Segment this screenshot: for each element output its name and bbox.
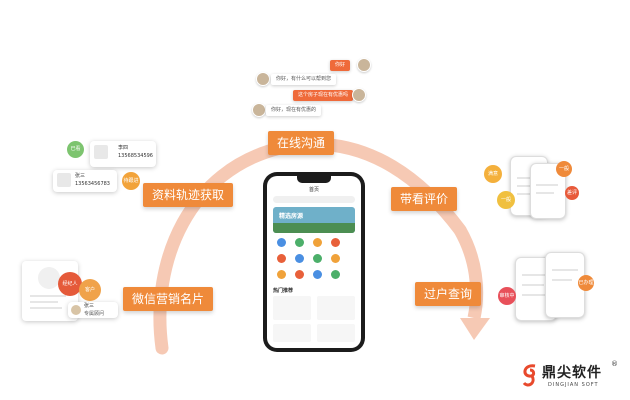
face-icon: 一般 — [497, 191, 515, 209]
label-wechat[interactable]: 微信营销名片 — [123, 287, 214, 311]
menu-icon[interactable] — [295, 254, 304, 263]
listing-card[interactable] — [317, 324, 355, 342]
brand-name: 鼎尖软件 — [542, 365, 602, 381]
menu-icon[interactable] — [331, 270, 340, 279]
phone-banner[interactable]: 精选房源 — [273, 207, 355, 233]
status-badge: 已办理 — [578, 275, 594, 291]
contact-name: 李四 — [118, 145, 129, 151]
face-icon: 一般 — [556, 161, 572, 177]
logo-mark-icon — [522, 364, 536, 387]
contact-phone: 13568534596 — [118, 153, 153, 159]
arc-arrowhead — [460, 318, 490, 340]
badge-agent: 经纪人 — [58, 272, 82, 296]
phone-header: 首页 — [308, 187, 319, 193]
status-badge: 审核中 — [498, 287, 516, 305]
listing-card[interactable] — [273, 324, 311, 342]
listing-card[interactable] — [273, 296, 311, 320]
label-transfer[interactable]: 过户查询 — [415, 282, 482, 306]
phone-screen: 首页 精选房源 热门推荐 — [267, 176, 361, 348]
phone-notch — [297, 176, 331, 183]
wechat-mini-card: 张三 专属顾问 — [68, 302, 118, 318]
banner-title: 精选房源 — [279, 213, 304, 220]
badge-client: 客户 — [79, 279, 101, 301]
face-icon: 满意 — [484, 165, 502, 183]
listing-card[interactable] — [317, 296, 355, 320]
brand-subtitle: DINGJIAN SOFT — [548, 382, 599, 388]
center-phone: 首页 精选房源 热门推荐 — [263, 172, 365, 352]
menu-icon[interactable] — [295, 238, 304, 247]
registered-mark: ® — [611, 360, 618, 368]
tag-badge: 已看 — [67, 141, 84, 158]
phone-search-input[interactable] — [273, 196, 355, 203]
face-icon: 差评 — [565, 186, 579, 200]
review-phone — [530, 163, 566, 219]
phone-section-title: 热门推荐 — [273, 288, 294, 294]
avatar — [352, 88, 366, 102]
track-card: 张三 13563456783 — [53, 170, 117, 192]
menu-icon[interactable] — [313, 238, 322, 247]
avatar — [252, 103, 266, 117]
chat-bubble: 这个房子现在有优惠吗 — [293, 90, 354, 101]
wechat-name: 张三 — [84, 303, 95, 309]
menu-icon[interactable] — [331, 254, 340, 263]
menu-icon[interactable] — [295, 270, 304, 279]
label-track[interactable]: 资料轨迹获取 — [143, 183, 234, 207]
menu-icon[interactable] — [313, 254, 322, 263]
menu-icon[interactable] — [313, 270, 322, 279]
tag-badge: 待跟进 — [122, 172, 140, 190]
avatar — [256, 72, 270, 86]
menu-icon[interactable] — [277, 270, 286, 279]
chat-bubble: 你好，有什么可以帮到您 — [271, 74, 337, 85]
menu-icon[interactable] — [277, 254, 286, 263]
chat-bubble: 你好，现在有优惠的 — [266, 105, 322, 116]
avatar — [357, 58, 371, 72]
label-chat[interactable]: 在线沟通 — [268, 131, 335, 155]
track-card: 李四 13568534596 — [90, 141, 156, 167]
menu-icon[interactable] — [277, 238, 286, 247]
contact-name: 张三 — [75, 173, 86, 179]
wechat-title: 专属顾问 — [84, 311, 105, 317]
menu-icon[interactable] — [331, 238, 340, 247]
label-review[interactable]: 带看评价 — [391, 187, 458, 211]
chat-bubble: 你好 — [330, 60, 351, 71]
contact-phone: 13563456783 — [75, 181, 110, 187]
